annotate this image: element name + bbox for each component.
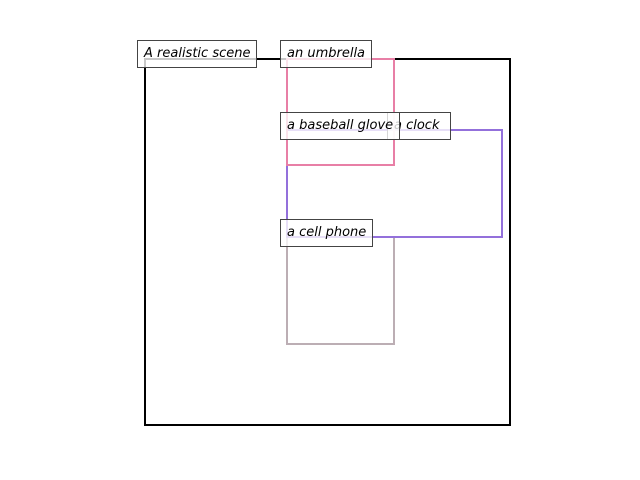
baseball-glove-label: a baseball glove [280, 112, 401, 140]
scene-title-label: A realistic scene [137, 40, 258, 68]
cell-phone-box [286, 236, 395, 345]
cell-phone-label: a cell phone [280, 219, 374, 247]
umbrella-label: an umbrella [280, 40, 373, 68]
